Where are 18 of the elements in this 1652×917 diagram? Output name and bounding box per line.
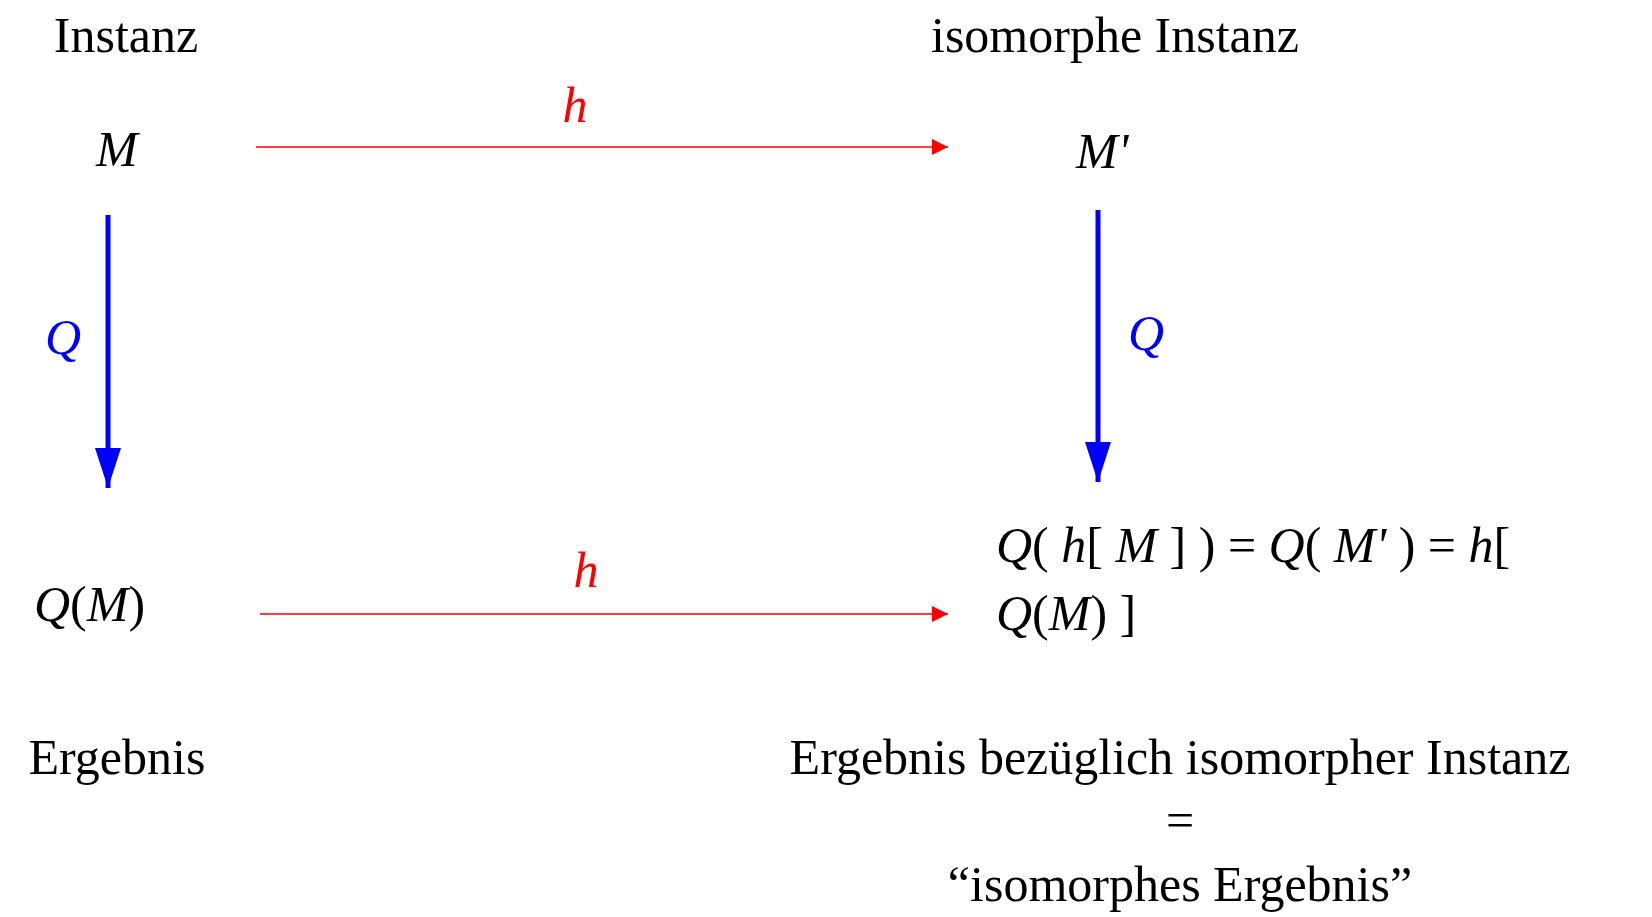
math-expression: M — [96, 120, 141, 179]
caption-text: Instanz — [53, 6, 199, 65]
arrow — [255, 139, 949, 155]
math-expression: Q(M) — [34, 575, 147, 634]
edge-label: h — [562, 77, 588, 133]
caption-text: Ergebnis — [28, 728, 206, 787]
arrow — [95, 215, 121, 488]
math-expression: Q( h[ M ] ) = Q( M' ) = h[ Q(M) ] — [996, 516, 1512, 643]
caption-text: = — [1165, 791, 1195, 850]
edge-label: h — [573, 542, 599, 598]
caption-text: Ergebnis bezüglich isomorpher Instanz — [789, 728, 1571, 787]
arrow — [259, 606, 949, 622]
arrow — [1085, 210, 1111, 482]
caption-text: isomorphe Instanz — [931, 6, 1299, 65]
edge-label: Q — [1127, 305, 1165, 361]
math-expression: M' — [1076, 122, 1130, 181]
edge-label: Q — [44, 309, 82, 365]
caption-text: “isomorphes Ergebnis” — [947, 855, 1413, 914]
